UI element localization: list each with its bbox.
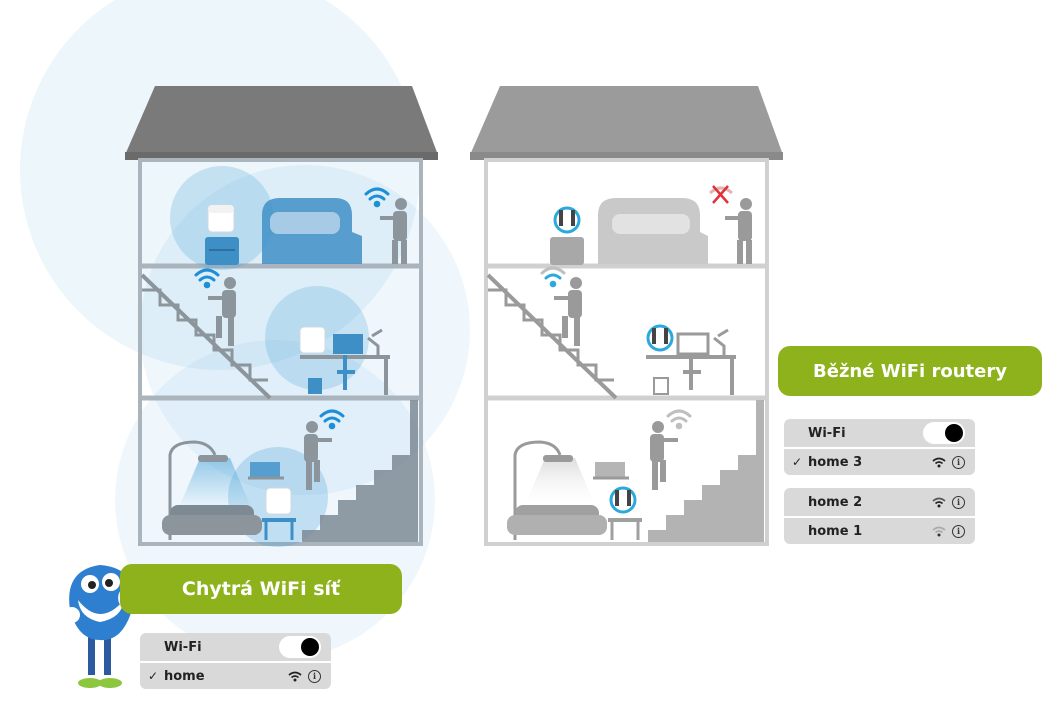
regular-wifi-panel-others: home 2 i home 1 i <box>784 488 975 544</box>
wifi-label: Wi-Fi <box>808 425 846 441</box>
network-name: home 3 <box>808 454 863 470</box>
mesh-node-icon <box>265 487 292 515</box>
wifi-icon <box>932 457 946 467</box>
person-middle <box>554 277 582 346</box>
bookshelf <box>595 462 625 478</box>
wifi-icon <box>932 497 946 507</box>
person-top <box>380 198 407 264</box>
wifi-label: Wi-Fi <box>164 639 202 655</box>
smart-house <box>20 0 470 660</box>
wifi-icon <box>364 187 390 208</box>
wifi-toggle[interactable] <box>923 422 965 444</box>
network-name: home 2 <box>808 494 863 510</box>
person-middle <box>208 277 236 346</box>
person-bottom <box>304 421 332 490</box>
network-row[interactable]: ✓ home i <box>140 661 331 689</box>
wifi-toggle-row: Wi-Fi <box>140 633 331 661</box>
mesh-node-icon <box>299 326 326 354</box>
regular-house <box>470 86 783 546</box>
checkmark-icon: ✓ <box>148 669 159 683</box>
person-top <box>725 198 752 264</box>
chair <box>683 355 701 390</box>
wifi-icon <box>932 526 946 536</box>
desk-lamp <box>367 328 383 355</box>
wifi-icon <box>540 266 566 288</box>
smart-network-title: Chytrá WiFi síť <box>120 564 402 614</box>
trash-bin <box>308 378 322 394</box>
regular-routers-title: Běžné WiFi routery <box>778 346 1042 396</box>
nightstand <box>550 237 584 265</box>
network-row[interactable]: home 1 i <box>784 516 975 544</box>
network-name: home 1 <box>808 523 863 539</box>
wifi-toggle-row: Wi-Fi <box>784 419 975 447</box>
wifi-icon <box>666 409 692 430</box>
wifi-toggle[interactable] <box>279 636 321 658</box>
info-icon[interactable]: i <box>308 669 321 683</box>
chair <box>337 355 355 390</box>
house-walls <box>138 158 423 546</box>
router-icon <box>646 324 674 352</box>
info-icon[interactable]: i <box>952 524 965 538</box>
staircase <box>648 400 764 542</box>
regular-wifi-panel-top: Wi-Fi ✓ home 3 i <box>784 419 975 475</box>
smart-wifi-panel: Wi-Fi ✓ home i <box>140 633 331 689</box>
staircase <box>302 400 418 542</box>
checkmark-icon: ✓ <box>792 455 803 469</box>
person-bottom <box>650 421 678 490</box>
floor-lamp <box>513 440 562 540</box>
no-signal-icon <box>708 185 734 204</box>
network-row[interactable]: home 2 i <box>784 488 975 516</box>
mesh-node-icon <box>207 204 235 233</box>
trash-bin <box>653 377 669 395</box>
wifi-icon <box>288 671 302 681</box>
roof <box>470 86 783 155</box>
info-icon[interactable]: i <box>952 495 965 509</box>
wifi-icon <box>319 409 345 430</box>
roof <box>125 86 438 155</box>
house-walls <box>484 158 769 546</box>
wifi-icon <box>194 268 220 289</box>
info-icon[interactable]: i <box>952 455 965 469</box>
network-row-connected[interactable]: ✓ home 3 i <box>784 447 975 475</box>
network-name: home <box>164 668 205 684</box>
desk-lamp <box>713 328 729 355</box>
router-icon <box>553 206 581 234</box>
bookshelf <box>250 462 280 478</box>
router-icon <box>609 486 637 514</box>
monitor <box>333 334 363 354</box>
floor-lamp <box>168 440 217 540</box>
monitor <box>676 332 710 356</box>
